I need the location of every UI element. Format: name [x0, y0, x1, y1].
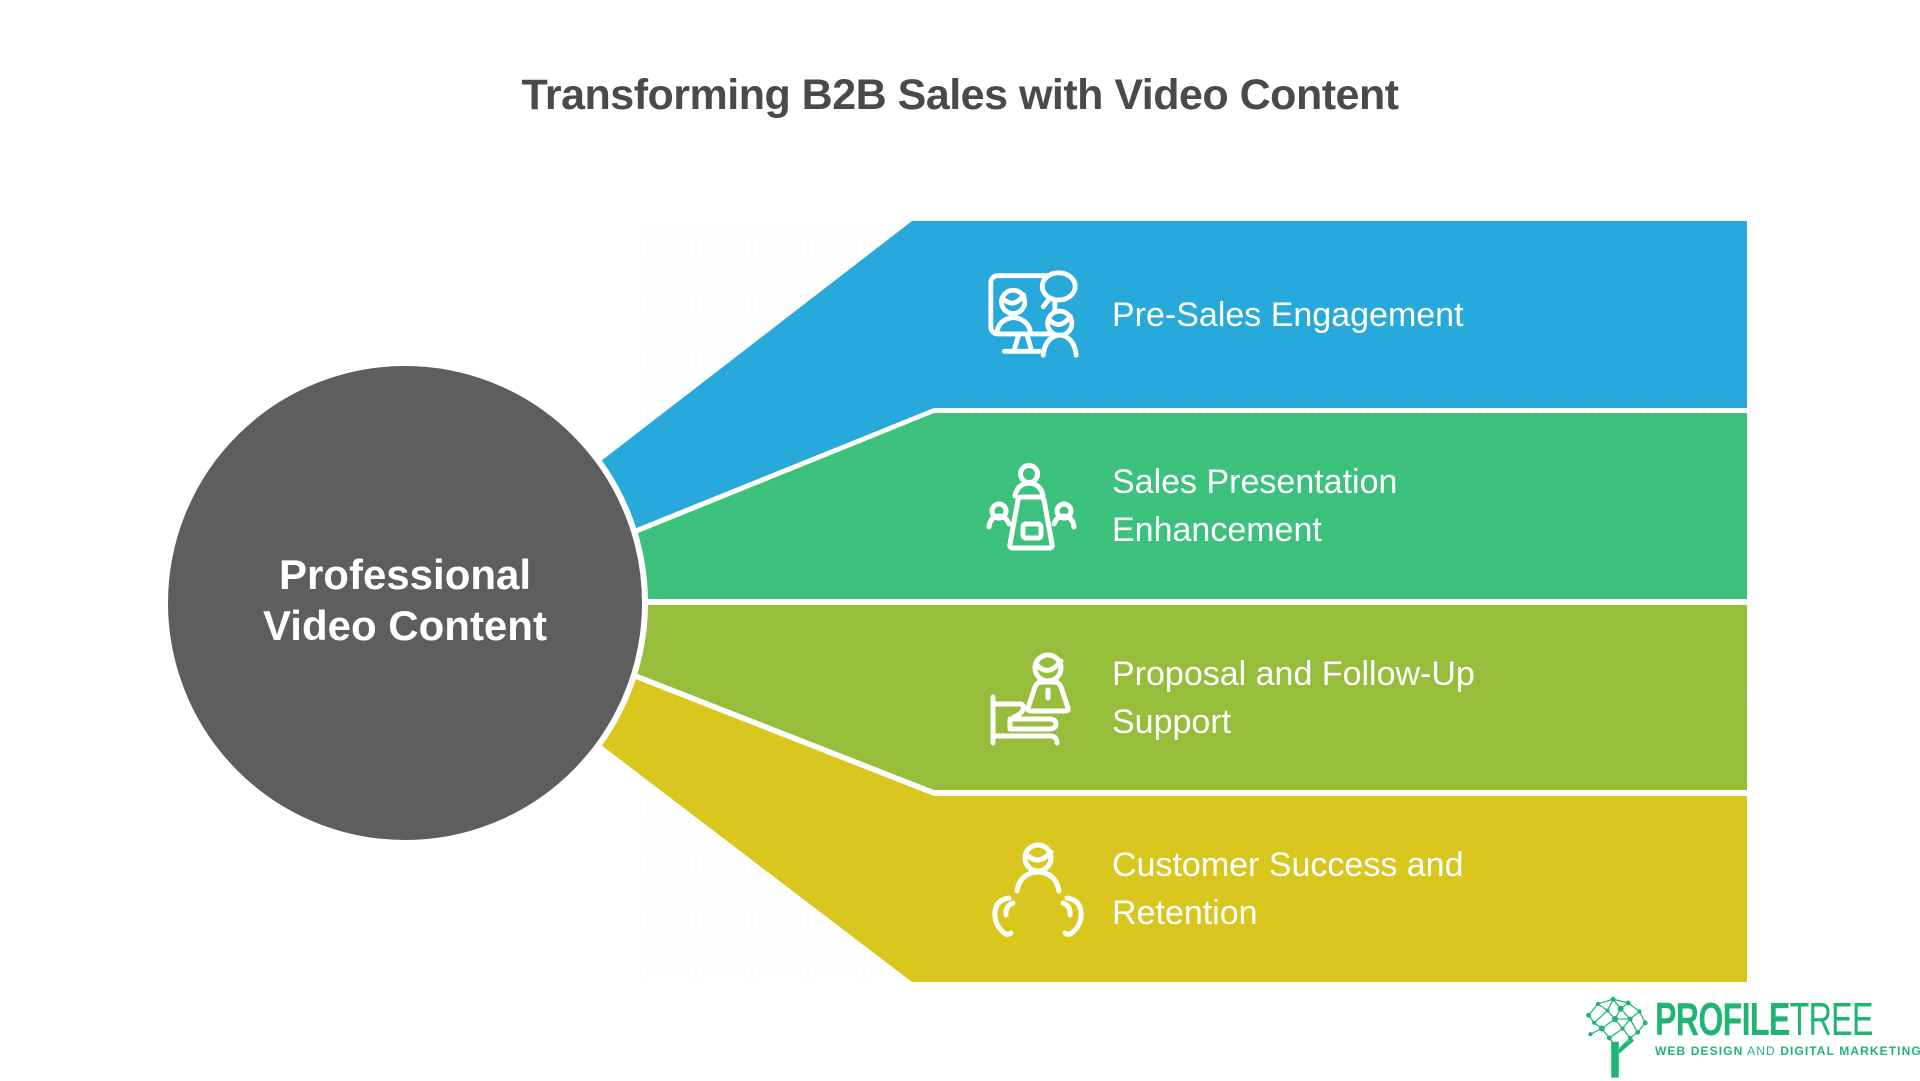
central-circle-label: Professional Video Content — [165, 549, 645, 651]
central-circle-line1: Professional — [278, 551, 532, 598]
central-circle — [162, 360, 648, 846]
video-call-icon — [988, 270, 1079, 358]
logo-wordmark: PROFILETREE — [1655, 996, 1873, 1042]
logo-text: PROFILETREE WEB DESIGN AND DIGITAL MARKE… — [1655, 996, 1920, 1058]
logo-tagline-bold2: DIGITAL MARKETING — [1780, 1044, 1920, 1058]
logo-tagline-bold1: WEB DESIGN — [1655, 1044, 1744, 1058]
band-texture — [640, 221, 1747, 982]
presentation-podium-icon — [986, 463, 1077, 551]
band-label-line: Enhancement — [1112, 511, 1322, 549]
band-label-sales-presentation: Sales Presentation Enhancement — [1112, 413, 1752, 599]
band-label-line: Customer Success and — [1112, 846, 1464, 884]
logo-tagline: WEB DESIGN AND DIGITAL MARKETING — [1655, 1044, 1920, 1058]
band-label-line: Pre-Sales Engagement — [1112, 295, 1464, 334]
logo-tagline-light: AND — [1747, 1044, 1776, 1058]
band-label-line: Proposal and Follow-Up — [1112, 654, 1475, 693]
band-label-line: Support — [1112, 702, 1232, 741]
band-label-line: Retention — [1112, 894, 1258, 932]
band-label-customer-success: Customer Success and Retention — [1112, 796, 1752, 982]
caring-hands-icon — [992, 842, 1084, 937]
network-tree-icon — [1586, 996, 1648, 1078]
band-label-proposal-support: Proposal and Follow-Up Support — [1112, 605, 1752, 790]
band-label-line: Sales Presentation — [1112, 463, 1398, 501]
person-desk-icon — [990, 652, 1071, 746]
central-circle-line2: Video Content — [263, 602, 547, 649]
page-title: Transforming B2B Sales with Video Conten… — [521, 70, 1399, 119]
logo-wordmark-light: TREE — [1789, 993, 1874, 1045]
profiletree-logo: PROFILETREE WEB DESIGN AND DIGITAL MARKE… — [1581, 993, 1920, 1081]
logo-wordmark-bold: PROFILE — [1655, 993, 1790, 1045]
band-label-pre-sales: Pre-Sales Engagement — [1112, 221, 1752, 408]
